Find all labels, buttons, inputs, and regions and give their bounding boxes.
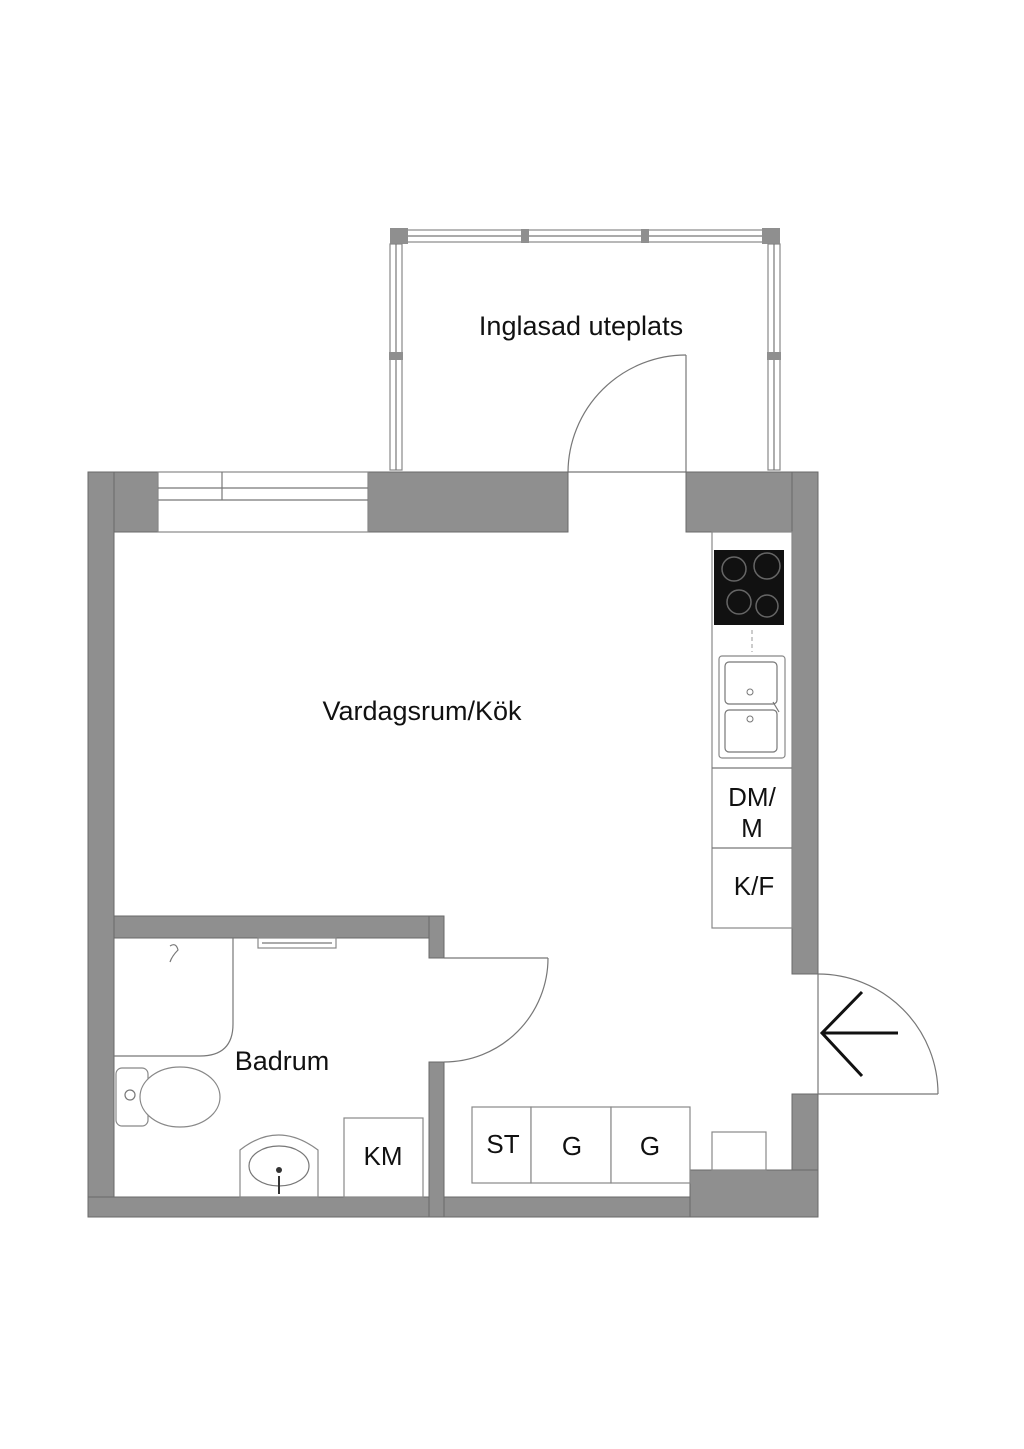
washbasin	[239, 1134, 319, 1198]
label-fridge-freezer: K/F	[734, 871, 774, 901]
toilet	[115, 1066, 221, 1128]
wardrobe	[530, 1106, 612, 1184]
glazed-patio	[389, 228, 781, 473]
window	[157, 471, 369, 533]
label-wardrobe-2: G	[640, 1131, 660, 1161]
room-label-glazed-patio: Inglasad uteplats	[479, 311, 683, 341]
label-dishwasher-microwave-2: M	[741, 813, 763, 843]
kitchen-counter	[711, 531, 793, 929]
stove	[714, 550, 784, 625]
patio-post	[762, 228, 780, 244]
patio-post	[390, 228, 408, 244]
wardrobe	[610, 1106, 691, 1184]
shower-area	[114, 938, 234, 1057]
arrow-left-icon	[819, 990, 898, 1078]
room-label-living-kitchen: Vardagsrum/Kök	[322, 696, 522, 726]
label-storage: ST	[486, 1129, 519, 1159]
label-washing-machine: KM	[364, 1141, 403, 1171]
bathroom-door	[443, 957, 549, 1063]
walls	[87, 471, 819, 1218]
entry-door-swing	[817, 973, 939, 1095]
label-wardrobe-1: G	[562, 1131, 582, 1161]
shower-head-icon	[169, 944, 179, 963]
bottom-cabinets	[471, 1106, 767, 1184]
patio-door-swing	[567, 354, 687, 473]
kitchen-sink	[718, 655, 786, 759]
storage-cabinet	[471, 1106, 532, 1184]
label-dishwasher-microwave: DM/	[728, 782, 776, 812]
room-label-bathroom: Badrum	[235, 1046, 330, 1076]
entry-door	[817, 973, 939, 1095]
shoe-shelf	[711, 1131, 767, 1171]
washing-machine	[343, 1117, 424, 1198]
bathroom-fixtures	[114, 937, 424, 1198]
